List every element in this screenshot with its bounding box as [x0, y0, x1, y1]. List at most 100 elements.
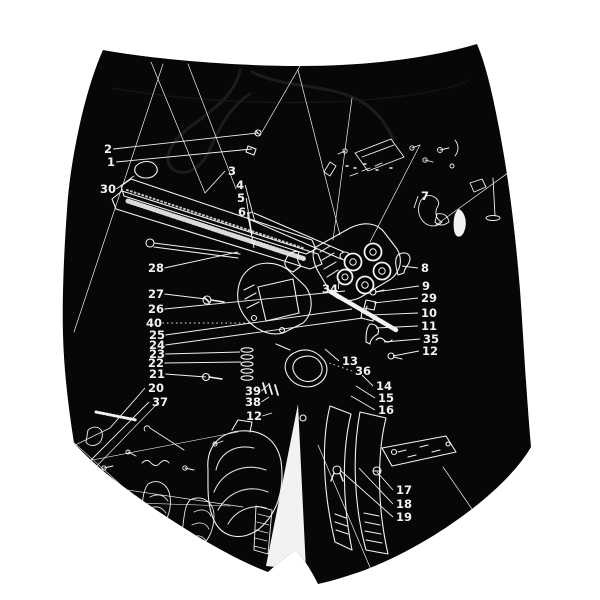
leader-line — [165, 308, 353, 336]
part-number: 15 — [378, 391, 394, 405]
part-number: 2 — [104, 142, 112, 156]
part-label-16: 16 — [350, 395, 394, 417]
mainspring-coil — [328, 289, 399, 333]
part-label-19: 19 — [339, 469, 412, 524]
part-number: 22 — [148, 356, 164, 370]
barrel-assembly — [111, 129, 323, 270]
part-label-35: 35 — [383, 332, 439, 346]
part-label-13: 13 — [324, 348, 358, 368]
part-number: 18 — [396, 497, 412, 511]
part-number: 11 — [421, 319, 437, 333]
leader-line — [373, 297, 419, 304]
leader-line — [204, 170, 226, 194]
part-number: 38 — [245, 395, 261, 409]
part-label-22: 22 — [148, 356, 242, 370]
part-label-27: 27 — [148, 287, 207, 301]
part-number: 39 — [245, 384, 261, 398]
part-number: 29 — [421, 291, 437, 305]
leader-line — [116, 148, 253, 163]
drawstring — [166, 68, 395, 174]
part-number: 35 — [423, 332, 439, 346]
part-label-9: 9 — [374, 279, 430, 293]
cylinder — [312, 223, 401, 302]
leader-line — [370, 312, 419, 316]
small-parts — [201, 252, 411, 422]
leader-line — [164, 361, 242, 364]
leader-line — [358, 467, 394, 505]
base-pin — [485, 177, 501, 221]
part-label-12: 12 — [392, 344, 438, 358]
part-label-36: 36 — [328, 362, 371, 378]
waistband-seam — [111, 79, 471, 104]
part-number: 19 — [396, 510, 412, 524]
ejector-rod — [153, 242, 241, 259]
leader-line — [262, 412, 273, 417]
trigger — [365, 323, 380, 345]
leader-line — [261, 396, 270, 403]
part-number: 21 — [149, 367, 165, 381]
front-strap — [323, 405, 353, 551]
leader-line — [392, 350, 420, 357]
part-number: 1 — [107, 155, 115, 169]
trigger-guard — [275, 343, 328, 388]
part-number: 12 — [422, 344, 438, 358]
part-label-40: 40 — [146, 316, 250, 330]
part-label-6: 6 — [238, 205, 255, 249]
part-labels-layer: 2130282726402524232221203734567892910113… — [89, 132, 439, 524]
leader-line — [244, 184, 256, 223]
part-number: 4 — [236, 178, 244, 192]
leader-line — [337, 278, 340, 290]
part-number: 16 — [378, 403, 394, 417]
part-number: 20 — [148, 381, 164, 395]
part-number: 34 — [322, 282, 338, 296]
part-label-5: 5 — [237, 191, 253, 236]
leader-line — [383, 338, 421, 343]
mainspring-leaf — [266, 404, 306, 570]
part-number: 36 — [355, 364, 371, 378]
leader-line — [164, 290, 346, 310]
spare-hammer — [418, 195, 443, 227]
part-label-17: 17 — [376, 471, 412, 497]
ivory-grip-blank — [453, 209, 466, 237]
part-number: 3 — [228, 164, 236, 178]
part-label-14: 14 — [361, 374, 392, 393]
mini-grip-frame — [253, 505, 273, 555]
loading-latch — [134, 160, 158, 179]
butt-bar — [381, 435, 457, 467]
part-number: 24 — [149, 338, 165, 352]
leader-line — [355, 385, 376, 399]
leader-line — [374, 285, 420, 293]
leader-line — [165, 373, 207, 378]
part-label-28: 28 — [148, 251, 239, 275]
part-number: 12 — [246, 409, 262, 423]
grip-panel — [207, 419, 283, 537]
leader-line — [361, 374, 374, 387]
part-number: 7 — [421, 189, 429, 203]
leader-line — [376, 471, 394, 491]
bolt — [360, 305, 375, 322]
leader-line — [261, 384, 269, 392]
part-label-20: 20 — [109, 381, 164, 429]
part-label-26: 26 — [148, 290, 346, 316]
leader-line — [245, 197, 253, 236]
part-number: 10 — [421, 306, 437, 320]
leader-line — [116, 175, 135, 190]
part-number: 14 — [376, 379, 392, 393]
part-label-8: 8 — [401, 261, 429, 275]
part-label-29: 29 — [373, 291, 437, 305]
part-number: 37 — [152, 395, 168, 409]
leader-line — [164, 251, 239, 269]
part-number: 26 — [148, 302, 164, 316]
part-label-39: 39 — [245, 384, 269, 398]
leader-line — [165, 351, 241, 355]
part-number: 17 — [396, 483, 412, 497]
leader-line — [165, 317, 364, 346]
part-label-30: 30 — [100, 175, 135, 196]
part-number: 28 — [148, 261, 164, 275]
leader-line — [164, 293, 207, 300]
leader-line — [246, 211, 255, 249]
part-number: 8 — [421, 261, 429, 275]
leader-line — [401, 265, 419, 269]
part-label-38: 38 — [245, 395, 270, 409]
